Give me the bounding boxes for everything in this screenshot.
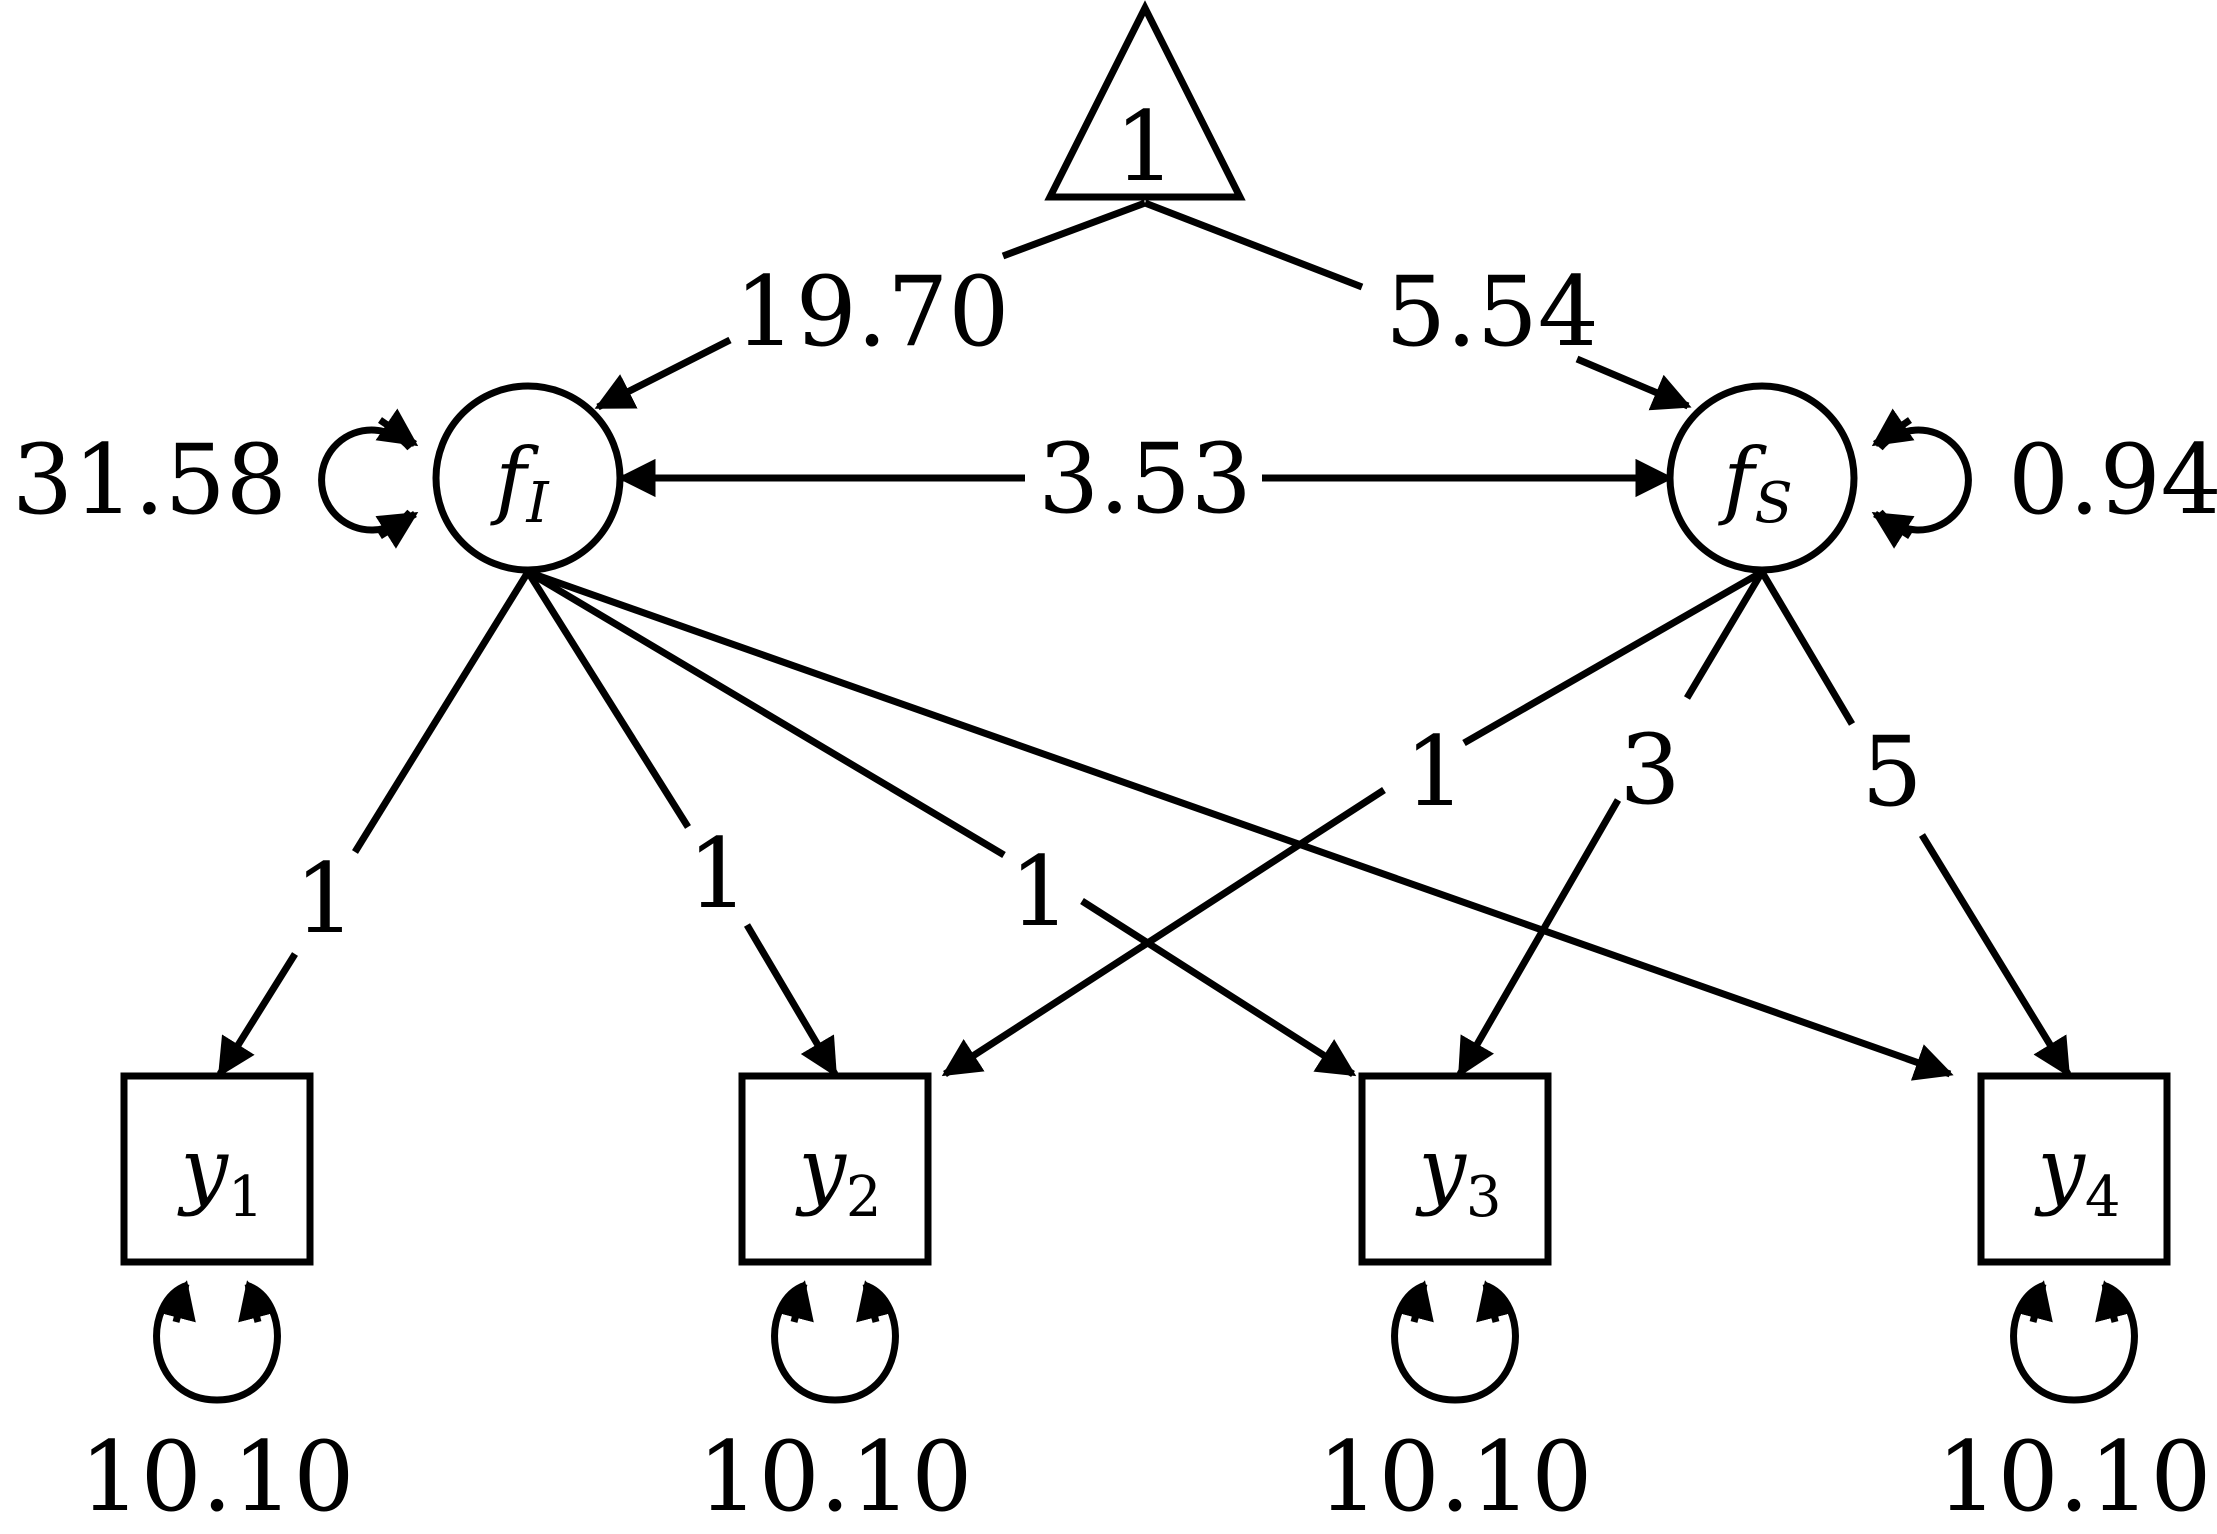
variance-loop-intercept <box>318 408 419 549</box>
residual-loop-y3-head-right <box>1476 1280 1514 1323</box>
observed-y2-node: y2 <box>738 1072 932 1266</box>
variance-loop-slope-head-top <box>1871 408 1915 447</box>
factor-intercept-circle <box>432 382 624 574</box>
observed-y4-box <box>1977 1072 2171 1266</box>
variance-label-slope: 0.94 <box>2008 424 2217 536</box>
residual-label-y3: 10.10 <box>1318 1421 1593 1533</box>
residual-loop-y1-head-right <box>238 1280 276 1323</box>
constant-node: 1 <box>1044 0 1246 203</box>
mean-path-slope-upper <box>1143 199 1364 291</box>
loading-slope-y2-upper <box>1462 568 1764 747</box>
residual-loop-y4 <box>2010 1280 2138 1404</box>
mean-label-intercept: 19.70 <box>735 256 1010 368</box>
factor-intercept-node: fI <box>432 382 624 574</box>
observed-y1-box <box>120 1072 314 1266</box>
loading-intercept-y3-label: 1 <box>1009 836 1070 948</box>
residual-loop-y2-head-left <box>776 1280 814 1323</box>
observed-y3-label: y3 <box>1414 1120 1501 1230</box>
residual-loop-y3-arc <box>1391 1281 1519 1404</box>
loading-intercept-y2-arrow <box>743 923 839 1078</box>
variance-label-intercept: 31.58 <box>12 424 287 536</box>
variance-loop-intercept-head-bottom <box>375 511 419 549</box>
residual-loop-y4-head-right <box>2095 1280 2133 1323</box>
mean-arrow-slope <box>1575 355 1692 411</box>
residual-loop-y1-head-left <box>158 1280 196 1323</box>
loading-intercept-y1-arrow <box>217 952 298 1078</box>
observed-y1-label: y1 <box>176 1120 263 1230</box>
residual-loop-y4-arc <box>2010 1281 2138 1404</box>
residual-label-y1: 10.10 <box>80 1421 355 1533</box>
factor-slope-node: fS <box>1666 382 1858 574</box>
observed-y3-node: y3 <box>1358 1072 1552 1266</box>
residual-loop-y1-arc <box>153 1281 281 1404</box>
variance-loop-slope <box>1871 408 1972 549</box>
loading-slope-y2-label: 1 <box>1404 716 1465 828</box>
loading-intercept-y2-upper <box>525 570 691 829</box>
loading-slope-y4-arrow <box>1919 833 2071 1078</box>
variance-loop-slope-arc <box>1877 426 1972 534</box>
residual-loop-y4-head-left <box>2015 1280 2053 1323</box>
factor-slope-circle <box>1666 382 1858 574</box>
residual-loop-y3-head-left <box>1396 1280 1434 1323</box>
observed-y3-box <box>1358 1072 1552 1266</box>
loading-intercept-y1-upper <box>352 570 531 854</box>
mean-arrow-intercept <box>594 336 732 411</box>
loading-slope-y3-label: 3 <box>1619 714 1680 826</box>
loading-intercept-y1-label: 1 <box>294 843 355 955</box>
mean-path-intercept-upper <box>1001 199 1147 260</box>
residual-loop-y2-head-right <box>856 1280 894 1323</box>
loading-slope-y4-upper <box>1758 570 1856 726</box>
loading-intercept-y2-label: 1 <box>687 818 748 930</box>
observed-y1-node: y1 <box>120 1072 314 1266</box>
constant-triangle <box>1044 0 1246 201</box>
observed-y2-box <box>738 1072 932 1266</box>
residual-loop-y2 <box>771 1280 899 1404</box>
observed-y4-node: y4 <box>1977 1072 2171 1266</box>
loading-slope-y3-arrow <box>1456 798 1622 1078</box>
variance-loop-intercept-arc <box>318 426 413 534</box>
covariance-label: 3.53 <box>1038 423 1252 535</box>
variance-loop-intercept-head-top <box>375 408 419 447</box>
residual-label-y4: 10.10 <box>1937 1421 2212 1533</box>
observed-y4-label: y4 <box>2033 1120 2120 1230</box>
loading-slope-y3-upper <box>1683 570 1766 700</box>
observed-y2-label: y2 <box>794 1120 881 1230</box>
loading-intercept-y3-arrow <box>1080 898 1357 1077</box>
residual-loop-y2-arc <box>771 1281 899 1404</box>
constant-label: 1 <box>1114 91 1175 203</box>
residual-label-y2: 10.10 <box>698 1421 973 1533</box>
loading-slope-y2-arrow <box>941 787 1386 1077</box>
variance-loop-slope-head-bottom <box>1871 511 1915 549</box>
residual-loop-y1 <box>153 1280 281 1404</box>
loading-slope-y4-label: 5 <box>1861 716 1922 828</box>
loading-intercept-y3-upper <box>526 568 1006 859</box>
residual-loop-y3 <box>1391 1280 1519 1404</box>
mean-label-slope: 5.54 <box>1385 256 1599 368</box>
loading-intercept-y4-arrow <box>526 568 1954 1081</box>
